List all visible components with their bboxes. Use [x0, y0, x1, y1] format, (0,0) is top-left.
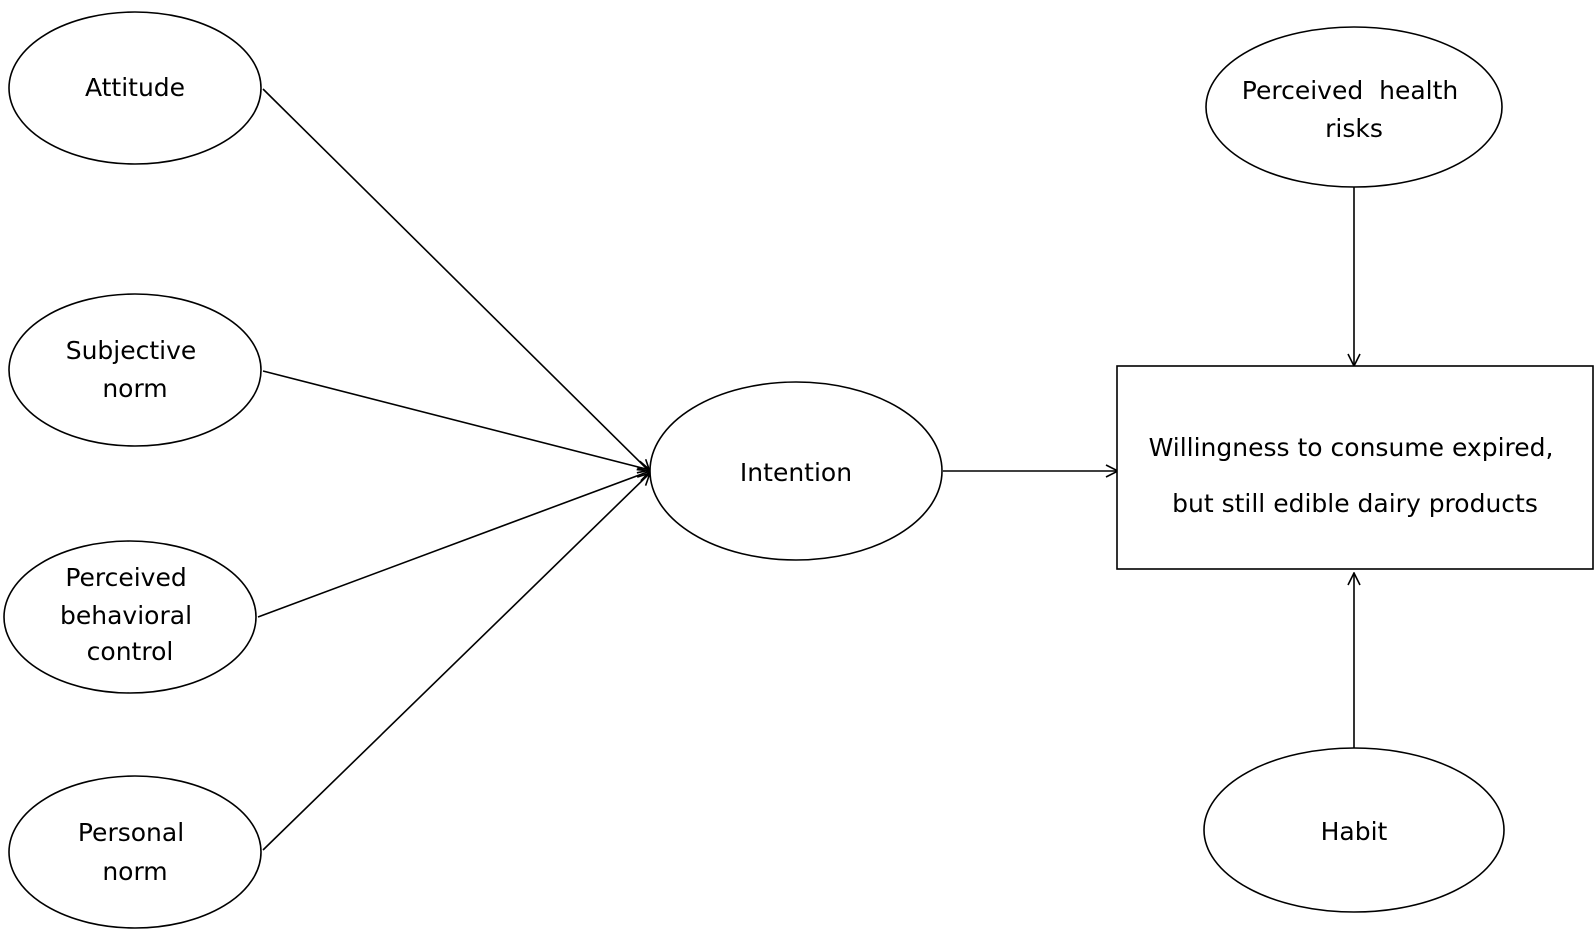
intention-ellipse	[649, 381, 943, 561]
subjective-norm-ellipse	[8, 293, 262, 447]
node-habit: Habit	[1203, 747, 1505, 913]
pbc-label-line-2: behavioral	[60, 601, 192, 630]
perceived-health-risks-label-line-1: Perceived health	[1242, 76, 1458, 105]
perceived-health-risks-label-line-2: risks	[1325, 114, 1383, 143]
perceived-health-risks-ellipse	[1205, 26, 1503, 188]
svg-text:Attitude: Attitude	[85, 73, 185, 102]
pbc-label-line-1: Perceived	[65, 563, 186, 592]
edge-perceived-behavioral-control-to-intention	[257, 471, 650, 618]
node-personal-norm: Personal norm	[8, 775, 262, 929]
node-willingness: Willingness to consume expired, but stil…	[1116, 365, 1594, 570]
svg-text:Perceived health risks: Perceived health risks	[1242, 76, 1466, 143]
edge-personal-norm-to-intention	[262, 473, 650, 851]
habit-ellipse	[1203, 747, 1505, 913]
node-perceived-health-risks: Perceived health risks	[1205, 26, 1503, 188]
subjective-norm-label-line-1: Subjective	[66, 336, 197, 365]
willingness-box	[1116, 365, 1594, 570]
intention-label-line-1: Intention	[740, 458, 852, 487]
perceived-behavioral-control-ellipse	[3, 540, 257, 694]
svg-text:Willingness to consume expired: Willingness to consume expired, but stil…	[1149, 433, 1562, 518]
habit-label-line-1: Habit	[1321, 817, 1388, 846]
edge-subjective-norm-to-intention	[262, 370, 650, 470]
svg-text:Personal norm: Personal norm	[78, 818, 192, 886]
node-perceived-behavioral-control: Perceived behavioral control	[3, 540, 257, 694]
personal-norm-label-line-1: Personal	[78, 818, 184, 847]
node-intention: Intention	[649, 381, 943, 561]
svg-text:Intention: Intention	[740, 458, 852, 487]
node-subjective-norm: Subjective norm	[8, 293, 262, 447]
svg-text:Perceived behavioral: Perceived behavioral control	[60, 563, 200, 666]
subjective-norm-label-line-2: norm	[102, 374, 167, 403]
node-attitude: Attitude	[8, 11, 262, 165]
personal-norm-ellipse	[8, 775, 262, 929]
edges	[257, 88, 1354, 851]
svg-text:Subjective norm: Subjective norm	[66, 336, 205, 403]
svg-text:Habit: Habit	[1321, 817, 1388, 846]
willingness-label-line-1: Willingness to consume expired,	[1149, 433, 1554, 462]
attitude-ellipse	[8, 11, 262, 165]
willingness-label-line-2: but still edible dairy products	[1172, 489, 1538, 518]
pbc-label-line-3: control	[87, 637, 174, 666]
attitude-label-line-1: Attitude	[85, 73, 185, 102]
edge-attitude-to-intention	[262, 88, 650, 472]
personal-norm-label-line-2: norm	[102, 857, 167, 886]
